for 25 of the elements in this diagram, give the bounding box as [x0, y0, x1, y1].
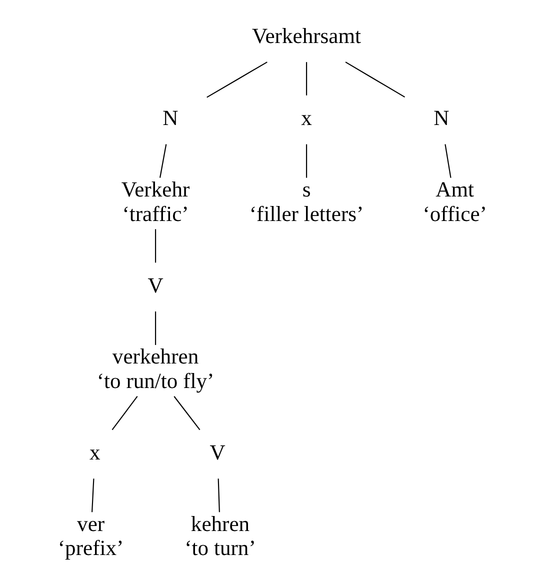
- node-text: verkehren ‘to run/to fly’: [96, 344, 214, 394]
- connector: [154, 229, 156, 263]
- connector: [158, 144, 166, 178]
- connector: [444, 144, 451, 178]
- connector: [111, 396, 138, 430]
- connector: [306, 144, 307, 178]
- node-text: Amt ‘office’: [422, 178, 486, 226]
- node-text: V: [147, 273, 163, 298]
- node-text: Verkehrsamt: [252, 24, 361, 48]
- connector: [206, 62, 267, 98]
- connector: [344, 62, 405, 98]
- node-text: s ‘filler letters’: [248, 178, 364, 226]
- node-text: N: [433, 106, 449, 130]
- connector: [173, 396, 200, 430]
- connector: [306, 62, 307, 96]
- node-text: ver ‘prefix’: [57, 512, 124, 560]
- node-text: Verkehr ‘traffic’: [120, 178, 190, 226]
- connector: [91, 478, 94, 512]
- connector: [154, 311, 156, 345]
- node-text: V: [209, 440, 225, 464]
- node-text: x: [300, 106, 312, 130]
- node-text: N: [162, 106, 178, 130]
- node-text: x: [88, 440, 100, 464]
- node-text: kehren ‘to turn’: [184, 512, 256, 560]
- connector: [217, 478, 220, 512]
